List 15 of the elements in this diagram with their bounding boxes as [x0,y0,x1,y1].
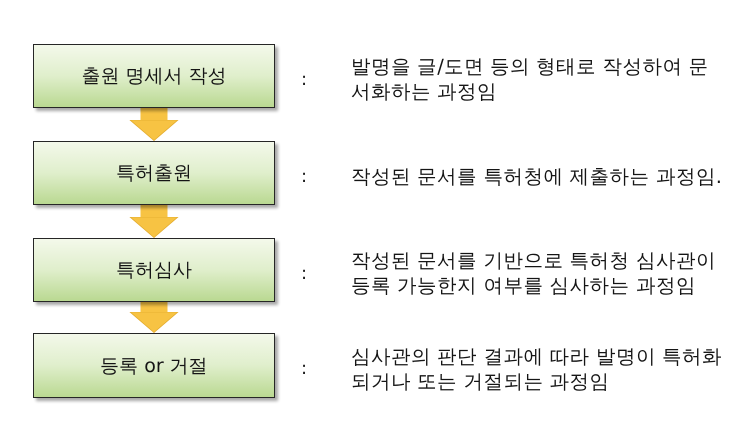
block-arrow [130,205,178,238]
step-title: 출원 명세서 작성 [81,64,227,89]
colon: : [301,68,308,90]
step-title: 등록 or 거절 [100,354,208,378]
colon: : [301,166,308,186]
colon: : [301,262,308,284]
step-description: 심사관의 판단 결과에 따라 발명이 특허화 되거나 또는 거절되는 과정임 [351,344,723,394]
step-description: 작성된 문서를 특허청에 제출하는 과정임. [351,164,723,188]
colon: : [301,358,308,379]
block-arrow [130,302,178,333]
step-description: 발명을 글/도면 등의 형태로 작성하여 문서화하는 과정임 [351,54,709,104]
block-arrow [130,108,178,141]
step-description: 작성된 문서를 기반으로 특허청 심사관이 등록 가능한지 여부를 심사하는 과정임 [351,248,717,298]
step-title: 특허심사 [116,258,192,283]
step-title: 특허출원 [116,161,192,186]
